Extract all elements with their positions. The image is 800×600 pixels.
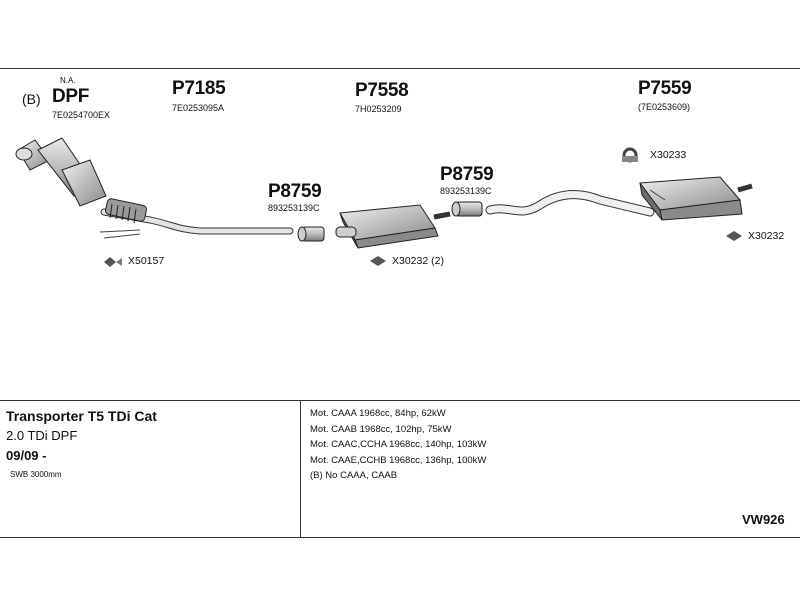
dpf-unit[interactable] — [15, 137, 107, 207]
rear-silencer-p7559[interactable] — [639, 176, 753, 221]
p7558-label: P7558 — [355, 80, 409, 101]
date-line: 09/09 - — [6, 448, 47, 463]
x30232-2-ref: X30232 (2) — [392, 255, 444, 267]
p8759-a-label: P8759 — [268, 181, 322, 202]
p7185-label: P7185 — [172, 78, 226, 99]
motor-line: (B) No CAAA, CAAB — [310, 470, 398, 481]
p7558-code: 7H0253209 — [355, 104, 402, 114]
rear-pipe[interactable] — [485, 190, 655, 217]
dpf-label: DPF — [52, 86, 90, 107]
motor-line: Mot. CAAA 1968cc, 84hp, 62kW — [310, 408, 446, 419]
x30233-ref: X30233 — [650, 149, 687, 161]
p8759-a-code: 893253139C — [268, 203, 320, 213]
x30232-ref: X30232 — [748, 230, 785, 242]
bracket-icon-x30232-2 — [370, 256, 386, 266]
front-pipe-p7185[interactable] — [99, 198, 294, 239]
p8759-b-code: 893253139C — [440, 186, 492, 196]
motor-line: Mot. CAAB 1968cc, 102hp, 75kW — [310, 423, 452, 435]
clamp-p8759-b[interactable] — [451, 201, 483, 217]
motor-line: Mot. CAAC,CCHA 1968cc, 140hp, 103kW — [310, 439, 487, 450]
x50157-ref: X50157 — [128, 255, 165, 267]
p7559-code: (7E0253609) — [638, 102, 691, 112]
diagram-code: VW926 — [742, 512, 785, 527]
p7185-code: 7E0253095A — [172, 103, 225, 113]
clamp-p8759-a[interactable] — [297, 226, 325, 242]
diagram-frame — [0, 68, 800, 538]
dpf-note: N.A. — [60, 76, 76, 85]
dpf-code: 7E0254700EX — [52, 110, 111, 120]
p8759-b-label: P8759 — [440, 164, 494, 185]
centre-silencer-p7558[interactable] — [335, 204, 451, 249]
vehicle-title: Transporter T5 TDi Cat — [6, 408, 157, 424]
bracket-icon-x50157 — [104, 257, 122, 267]
wheelbase-line: SWB 3000mm — [10, 470, 62, 479]
hanger-icon-x30233 — [622, 147, 638, 163]
p7559-label: P7559 — [638, 78, 692, 99]
info-column-divider — [300, 400, 301, 537]
bracket-icon-x30232 — [726, 231, 742, 241]
motor-line: Mot. CAAE,CCHB 1968cc, 136hp, 100kW — [310, 454, 487, 466]
engine-line: 2.0 TDi DPF — [6, 428, 78, 443]
dpf-variant: (B) — [22, 91, 41, 107]
info-divider — [0, 400, 800, 401]
motor-list: Mot. CAAA 1968cc, 84hp, 62kW Mot. CAAB 1… — [310, 406, 486, 484]
